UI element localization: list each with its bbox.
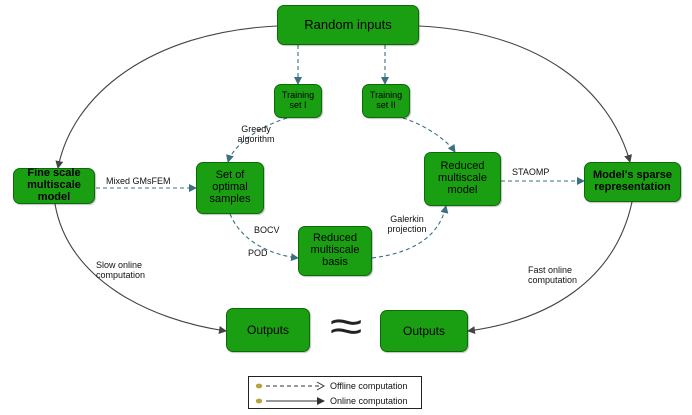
edge-basis-to-reduced-model [371,205,449,259]
edge-random-to-fine [55,25,278,169]
legend-online-dot [255,398,263,404]
edge-sparse-to-outputs [467,201,633,335]
node-outputs-left: Outputs [226,308,310,352]
node-training-set-2: Training set II [362,84,410,118]
node-reduced-model: Reduced multiscale model [424,152,501,206]
label-greedy-algorithm: Greedy algorithm [237,124,275,145]
label-galerkin-projection: Galerkin projection [387,214,427,235]
label-staomp: STAOMP [512,167,550,177]
edge-fine-to-outputs [54,203,227,334]
edge-random-to-sparse [418,25,632,163]
node-outputs-right: Outputs [380,310,468,352]
label-slow-online: Slow online computation [96,260,146,281]
edge-training2-to-reduced-model [402,117,456,153]
node-random-inputs: Random inputs [277,5,419,45]
legend-online-label: Online computation [330,396,408,406]
legend-offline-label: Offline computation [330,381,408,391]
node-sparse-representation: Model's sparse representation [584,162,681,202]
node-reduced-basis: Reduced multiscale basis [298,226,372,276]
approx-symbol: ≈ [329,302,363,351]
legend-offline-arrowhead [316,381,326,391]
node-optimal-samples: Set of optimal samples [196,162,264,214]
label-fast-online: Fast online computation [528,265,578,286]
label-mixed-gmsfem: Mixed GMsFEM [106,176,171,186]
label-pod: POD [248,248,268,258]
edge-optimal-to-basis [229,213,299,262]
label-bocv: BOCV [254,225,280,235]
edge-training1-to-optimal [226,117,288,163]
legend-box [248,376,422,409]
node-training-set-1: Training set I [274,84,322,118]
legend-online-arrowhead [317,397,325,405]
legend-offline-dot [255,383,263,389]
node-fine-scale-model: Fine scale multiscale model [13,167,95,204]
